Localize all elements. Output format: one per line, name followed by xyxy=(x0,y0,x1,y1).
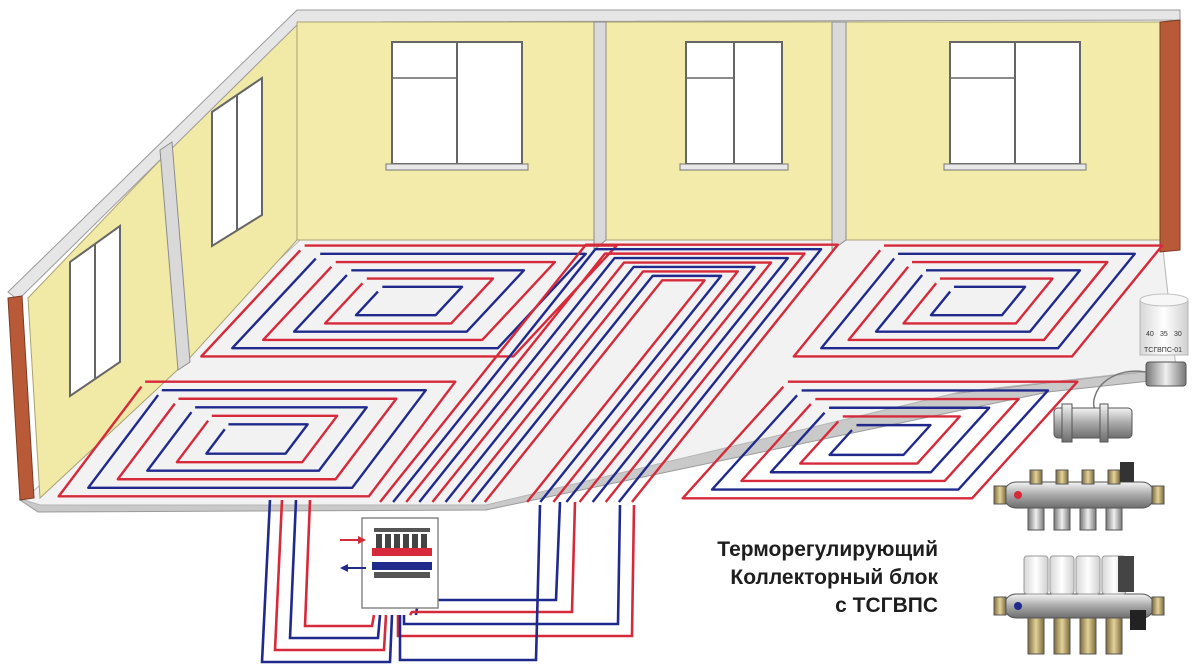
caption-line-2: Коллекторный блок xyxy=(730,566,938,589)
partition-2 xyxy=(831,21,847,251)
thermostat-scale-40: 40 xyxy=(1146,331,1154,338)
partition-1 xyxy=(593,21,607,252)
window-3 xyxy=(943,41,1087,171)
loop-back-left xyxy=(200,244,618,358)
window-1 xyxy=(385,41,529,171)
brick-edge-left xyxy=(7,295,35,501)
building xyxy=(7,9,1181,513)
thermostat-label: ТСГВПС-01 xyxy=(1144,347,1182,354)
loop-center xyxy=(379,243,839,503)
connection-pipes xyxy=(260,499,636,664)
heating-loops xyxy=(57,243,1164,503)
thermostat-scale-30: 30 xyxy=(1174,331,1182,338)
loop-front-right xyxy=(681,380,1079,500)
brick-edge-right xyxy=(1159,19,1181,253)
return-arrow-icon xyxy=(340,564,366,572)
caption-line-1: Терморегулирующий xyxy=(717,538,938,561)
supply-arrow-icon xyxy=(340,536,366,544)
manifold-mini xyxy=(372,528,432,578)
loop-front-left xyxy=(57,380,457,498)
loop-back-right xyxy=(792,244,1164,358)
caption: Терморегулирующий Коллекторный блок с ТС… xyxy=(717,536,938,620)
capillary-sensor xyxy=(1053,370,1147,443)
window-5 xyxy=(69,224,121,398)
window-2 xyxy=(679,41,789,171)
partition-3 xyxy=(159,141,191,371)
window-4 xyxy=(211,76,263,248)
thermostat-scale-35: 35 xyxy=(1160,331,1168,338)
manifold-photo xyxy=(993,462,1165,655)
thermostat-head: 40 35 30 ТСГВПС-01 xyxy=(1139,293,1189,387)
manifold-box xyxy=(340,517,439,609)
caption-line-3: с ТСГВПС xyxy=(835,594,938,617)
